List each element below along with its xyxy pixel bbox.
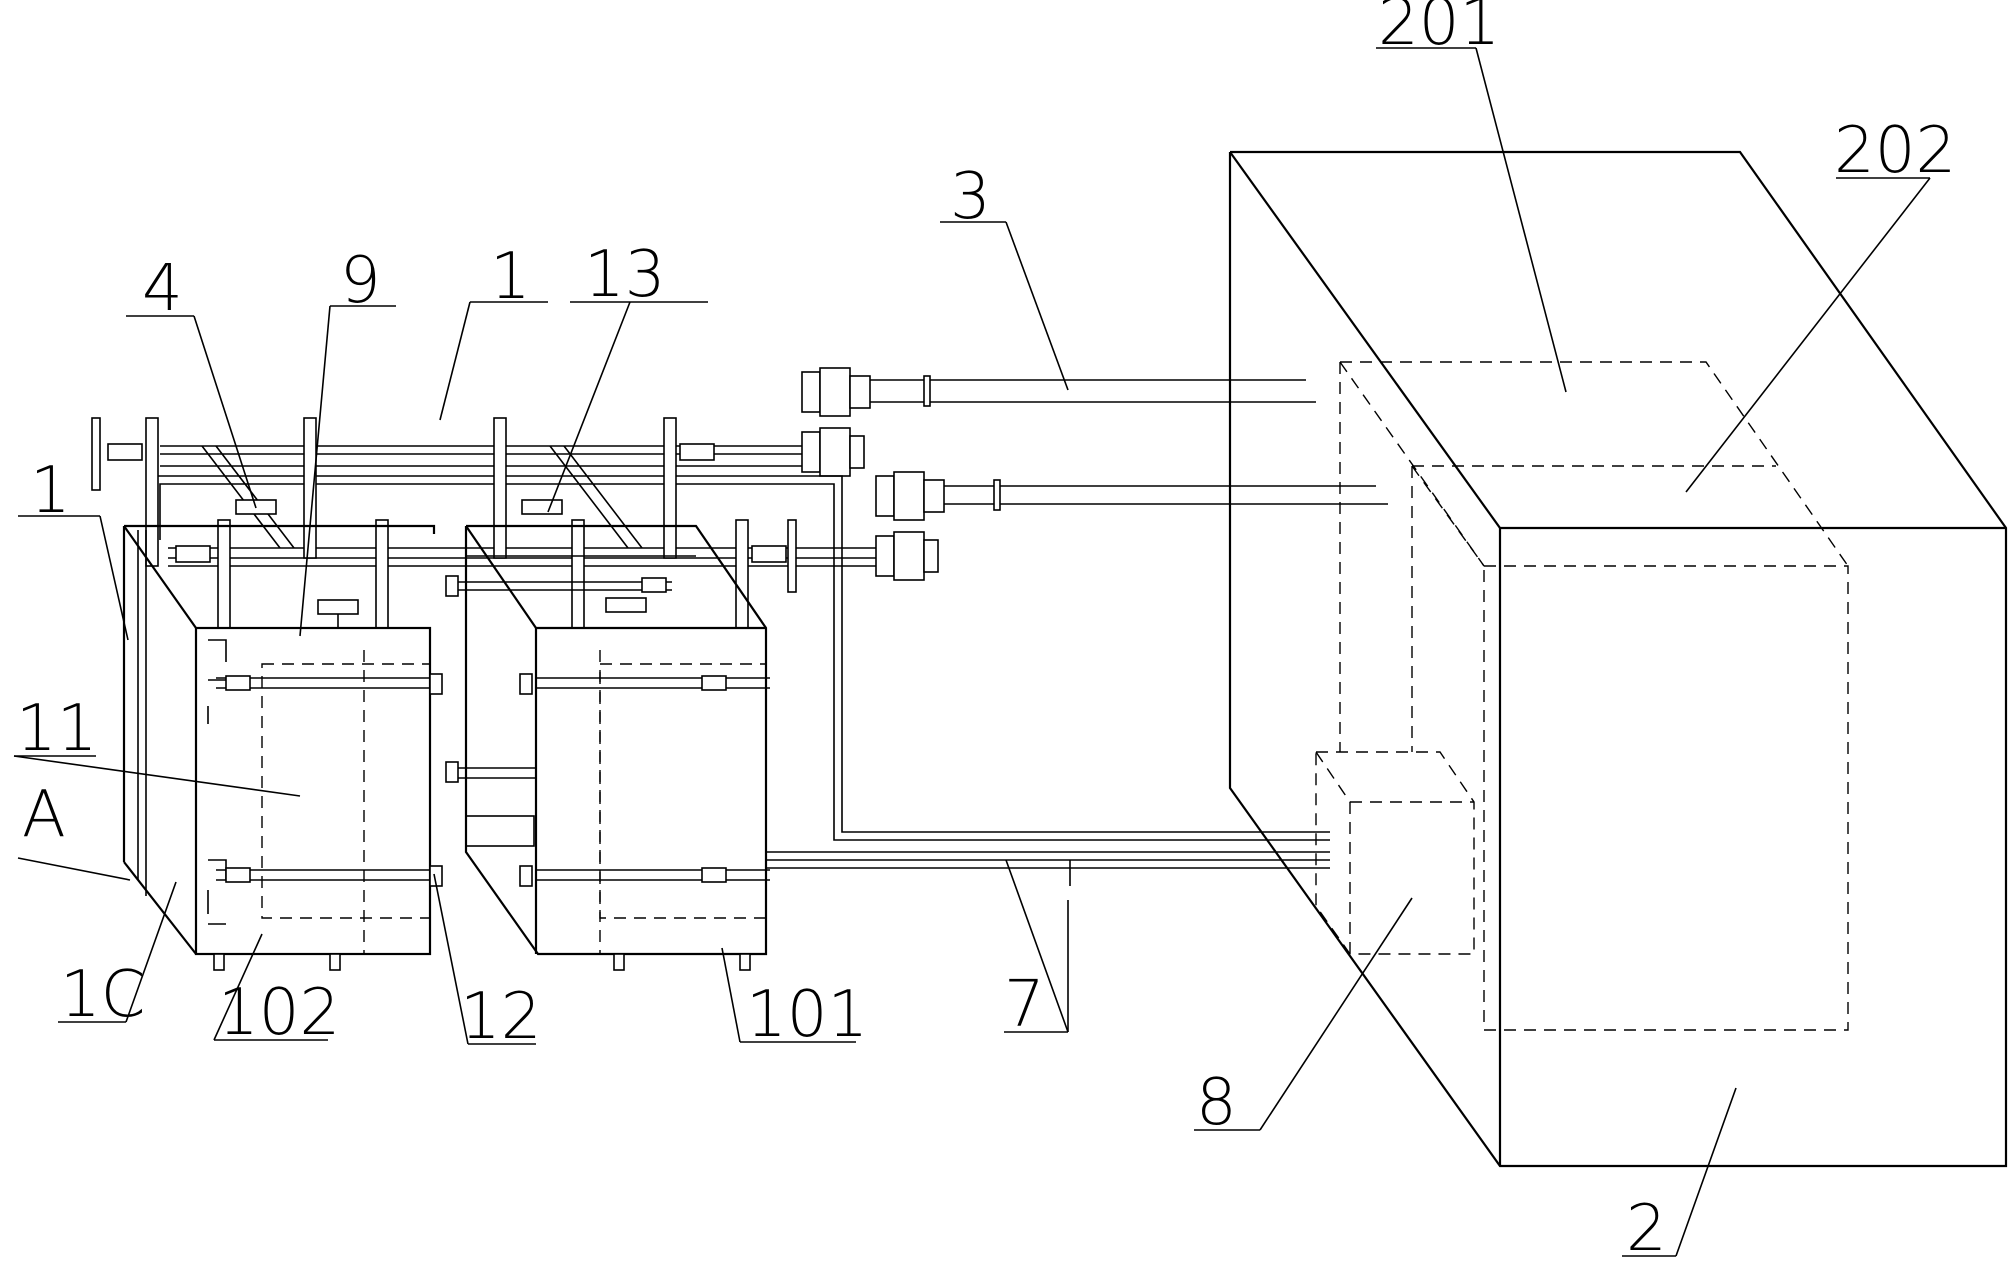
label-13: 13 (584, 238, 665, 312)
label-202: 202 (1834, 114, 1956, 188)
component-8 (1315, 751, 1475, 955)
left-tank-unit (122, 499, 443, 971)
label-9: 9 (340, 244, 381, 318)
frame-rods (91, 417, 1330, 869)
label-3: 3 (950, 160, 991, 234)
pipe-3 (870, 375, 1388, 511)
label-11: 11 (16, 692, 97, 766)
leader-lines (13, 47, 1931, 1257)
label-101: 101 (746, 978, 868, 1052)
label-102: 102 (218, 976, 340, 1050)
label-2: 2 (1626, 1192, 1667, 1266)
label-201: 201 (1378, 0, 1500, 60)
label-8: 8 (1196, 1066, 1237, 1140)
label-7: 7 (1004, 968, 1045, 1042)
label-1-left: 1 (30, 454, 71, 528)
reference-labels: 201 202 3 4 9 1 13 1 11 A 1C 102 12 101 … (16, 0, 1956, 1266)
inner-chambers (1339, 361, 1849, 1031)
label-1-top: 1 (490, 240, 531, 314)
label-4: 4 (142, 252, 183, 326)
label-12: 12 (460, 980, 541, 1054)
label-10: 1C (60, 958, 145, 1032)
pipe-flanges (801, 367, 945, 581)
label-A: A (22, 778, 66, 852)
right-tank-unit (445, 499, 770, 971)
cabinet-2 (1228, 150, 2008, 1168)
